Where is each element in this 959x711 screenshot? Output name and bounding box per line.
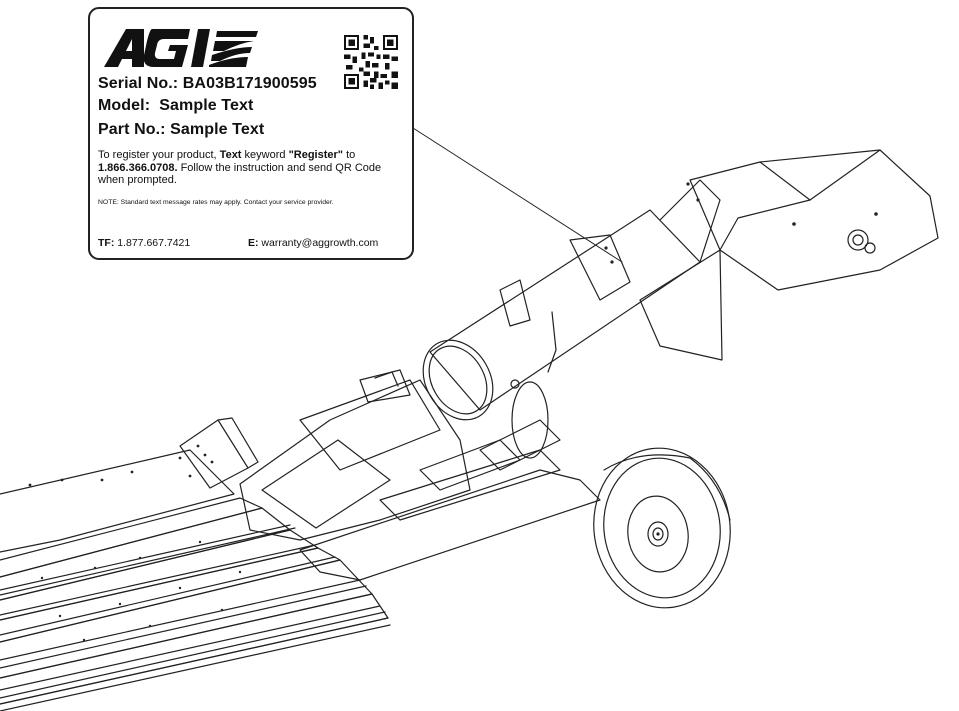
discharge-hood: [639, 149, 939, 361]
part-value: Sample Text: [170, 121, 265, 138]
lever-details: [374, 279, 557, 389]
auger-tube: [422, 179, 721, 421]
qr-code-icon: [344, 35, 398, 89]
undercarriage-frame: [299, 381, 601, 581]
rivet-dots: [28, 182, 878, 642]
serial-decal: Serial No.: BA03B171900595 Model: Sample…: [88, 7, 414, 260]
register-text-7: Follow the instruction and send QR Code …: [98, 161, 382, 187]
serial-number-line: Serial No.: BA03B171900595: [98, 75, 317, 93]
register-instructions: To register your product, Text keyword "…: [98, 149, 402, 187]
register-keyword: "Register": [288, 149, 344, 161]
register-text-3: keyword: [241, 149, 289, 161]
register-text-5: to: [343, 149, 356, 161]
serial-label: Serial No.:: [98, 75, 179, 92]
model-line: Model: Sample Text: [98, 97, 253, 115]
model-label: Model:: [98, 97, 151, 114]
register-text-2: Text: [219, 149, 242, 161]
email-label: E:: [248, 237, 259, 249]
decal-leader-line: [412, 127, 623, 263]
model-value: Sample Text: [159, 97, 254, 114]
toll-free-line: TF: 1.877.667.7421: [98, 237, 190, 249]
email-value: warranty@aggrowth.com: [261, 237, 379, 249]
register-phone: 1.866.366.0708.: [98, 161, 178, 174]
rates-note: NOTE: Standard text message rates may ap…: [98, 199, 334, 206]
part-label: Part No.:: [98, 121, 166, 138]
serial-value: BA03B171900595: [182, 75, 317, 92]
email-line: E: warranty@aggrowth.com: [248, 237, 378, 249]
part-number-line: Part No.: Sample Text: [98, 121, 264, 139]
register-text-1: To register your product,: [98, 149, 220, 161]
wheel: [593, 447, 731, 609]
agi-logo-icon: [104, 29, 258, 67]
tf-value: 1.877.667.7421: [117, 237, 191, 249]
hopper-panel: [179, 369, 471, 541]
conveyor-deck: [0, 449, 391, 711]
tf-label: TF:: [98, 237, 115, 249]
